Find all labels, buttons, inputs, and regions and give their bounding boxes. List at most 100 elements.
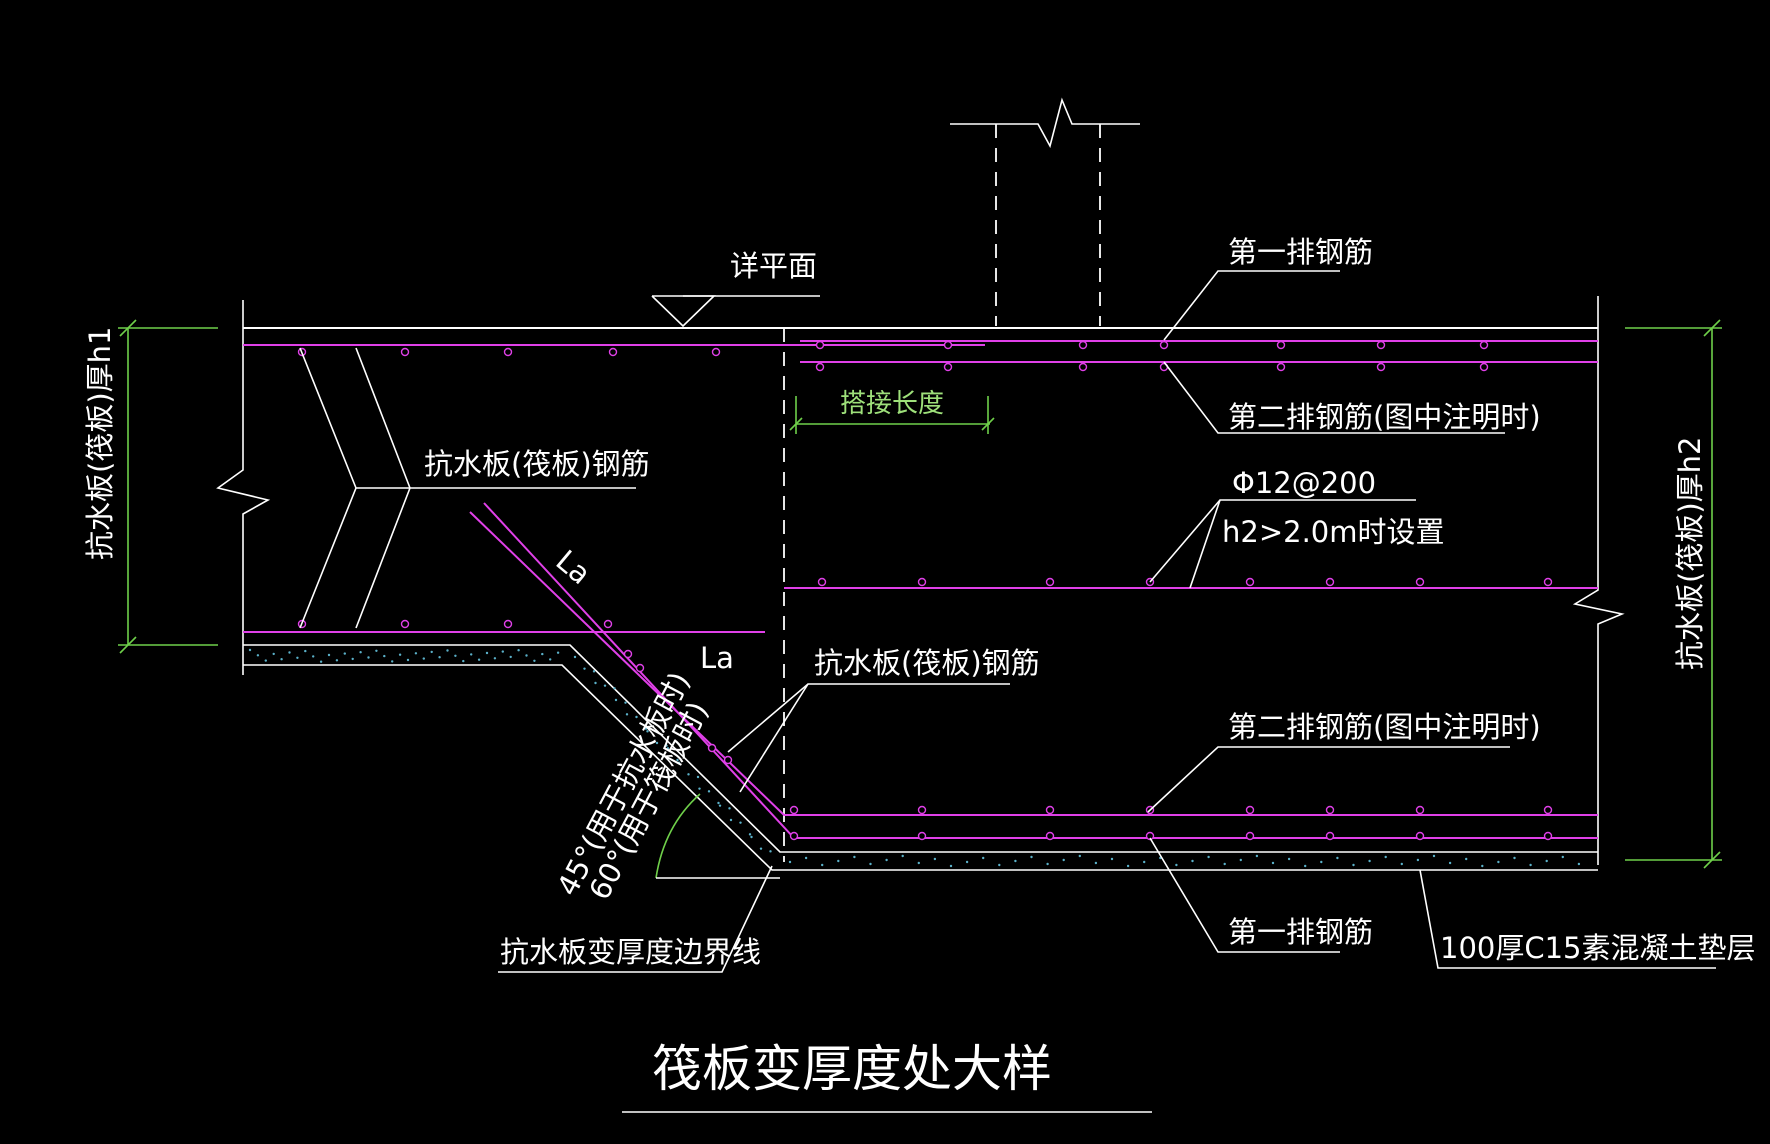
rebar-section-dot <box>1415 577 1425 587</box>
concrete-hatch-speck <box>1368 859 1371 863</box>
concrete-hatch-speck <box>264 659 267 662</box>
concrete-hatch-speck <box>853 855 856 859</box>
rebar-section-dot <box>1245 805 1255 815</box>
la-lower-label: La <box>700 641 734 675</box>
rebar-section-dot <box>635 663 645 673</box>
concrete-hatch-speck <box>549 658 552 661</box>
concrete-hatch-speck <box>485 651 489 655</box>
concrete-hatch-speck <box>517 649 520 652</box>
concrete-hatch-speck <box>430 650 433 654</box>
concrete-hatch-speck <box>1352 863 1355 867</box>
concrete-hatch-speck <box>1529 863 1532 867</box>
rebar-section-dot <box>1543 577 1553 587</box>
concrete-hatch-speck <box>933 857 937 861</box>
concrete-hatch-speck <box>1062 858 1065 862</box>
concrete-hatch-speck <box>1400 862 1404 866</box>
rebar-section-dot <box>1325 831 1335 841</box>
concrete-hatch-speck <box>414 652 418 655</box>
concrete-hatch-speck <box>728 807 731 810</box>
concrete-hatch-speck <box>1255 854 1259 858</box>
second-row-rebar-top-label: 第二排钢筋(图中注明时) <box>1228 400 1541 434</box>
concrete-hatch-speck <box>837 859 840 863</box>
rebar-section-dot <box>1543 805 1553 815</box>
concrete-hatch-speck <box>1110 857 1114 861</box>
concrete-hatch-speck <box>351 657 354 661</box>
concrete-hatch-speck <box>717 801 720 805</box>
concrete-hatch-speck <box>1561 855 1565 859</box>
concrete-hatch-speck <box>901 854 904 858</box>
concrete-hatch-speck <box>288 651 291 654</box>
slab-outline <box>216 296 1625 865</box>
concrete-hatch-speck <box>1094 861 1098 865</box>
concrete-hatch-speck <box>1481 864 1484 868</box>
concrete-hatch-speck <box>665 744 668 747</box>
concrete-hatch-speck <box>635 715 638 719</box>
la-upper-label: La <box>550 543 598 591</box>
concrete-hatch-speck <box>296 656 299 659</box>
rebar-section-dot <box>1245 577 1255 587</box>
concrete-hatch-speck <box>739 821 742 824</box>
concrete-hatch-speck <box>707 790 711 793</box>
lap-length-label: 搭接长度 <box>840 389 944 419</box>
concrete-hatch-speck <box>603 684 607 687</box>
leader-lines <box>299 270 1716 973</box>
rebar-section-dot <box>400 347 410 357</box>
concrete-hatch-speck <box>438 656 441 659</box>
concrete-hatch-speck <box>573 655 577 659</box>
concrete-hatch-speck <box>477 658 481 661</box>
concrete-hatch-speck <box>592 670 596 673</box>
rebar-section-dot <box>1376 340 1386 350</box>
concrete-hatch-speck <box>367 656 370 659</box>
rebar-section-dot <box>1045 831 1055 841</box>
concrete-hatch-speck <box>525 654 528 657</box>
concrete-hatch-speck <box>613 687 616 690</box>
concrete-hatch-speck <box>454 654 457 657</box>
thickness-dimension-left <box>118 319 218 654</box>
thickness-dimension-right <box>1625 319 1722 869</box>
concrete-hatch-speck <box>821 863 824 867</box>
concrete-hatch-speck <box>406 658 410 662</box>
concrete-hatch-speck <box>1030 855 1033 859</box>
rebar-section-dot <box>623 649 633 659</box>
concrete-hatch-speck <box>729 818 733 822</box>
concrete-hatch-speck <box>312 655 315 658</box>
concrete-hatch-speck <box>1416 858 1420 862</box>
concrete-hatch-speck <box>556 651 560 654</box>
rebar-section-dot <box>1325 805 1335 815</box>
concrete-hatch-speck <box>748 833 752 836</box>
cushion-label: 100厚C15素混凝土垫层 <box>1440 931 1756 965</box>
concrete-hatch-speck <box>422 657 425 660</box>
rebar-section-dot <box>1325 577 1335 587</box>
concrete-hatch-speck <box>759 847 763 850</box>
concrete-hatch-speck <box>614 698 618 702</box>
concrete-hatch-speck <box>462 659 465 663</box>
thickness-right-label: 抗水板(筏板)厚h2 <box>1673 437 1707 670</box>
concrete-hatch-speck <box>594 681 597 685</box>
rebar-section-dot <box>1479 362 1489 372</box>
rebar-section-dot <box>1479 340 1489 350</box>
concrete-hatch-speck <box>1465 857 1468 861</box>
concrete-hatch-speck <box>501 650 504 653</box>
rebar-section-dot <box>1276 340 1286 350</box>
concrete-hatch-speck <box>1287 857 1291 861</box>
rebar-section-dot <box>1543 831 1553 841</box>
concrete-hatch-speck <box>718 804 722 807</box>
concrete-hatch-speck <box>509 655 512 659</box>
concrete-hatch-speck <box>788 860 792 864</box>
concrete-hatch-speck <box>541 652 544 656</box>
concrete-hatch-speck <box>359 651 362 654</box>
rebar-section-dot <box>943 340 953 350</box>
rebar-section-dot <box>503 347 513 357</box>
concrete-hatch-speck <box>1545 859 1548 863</box>
concrete-hatch-speck <box>248 648 252 652</box>
concrete-hatch-speck <box>398 653 402 656</box>
rebar-section-dot <box>789 831 799 841</box>
concrete-hatch-speck <box>666 747 670 750</box>
concrete-hatch-speck <box>625 713 629 716</box>
first-row-rebar-top-label: 第一排钢筋 <box>1228 235 1373 269</box>
concrete-hatch-speck <box>982 856 985 860</box>
concrete-hatch-speck <box>624 701 627 704</box>
concrete-hatch-speck <box>1497 860 1500 864</box>
rebar-section-dot <box>1078 340 1088 350</box>
concrete-hatch-speck <box>655 741 659 745</box>
